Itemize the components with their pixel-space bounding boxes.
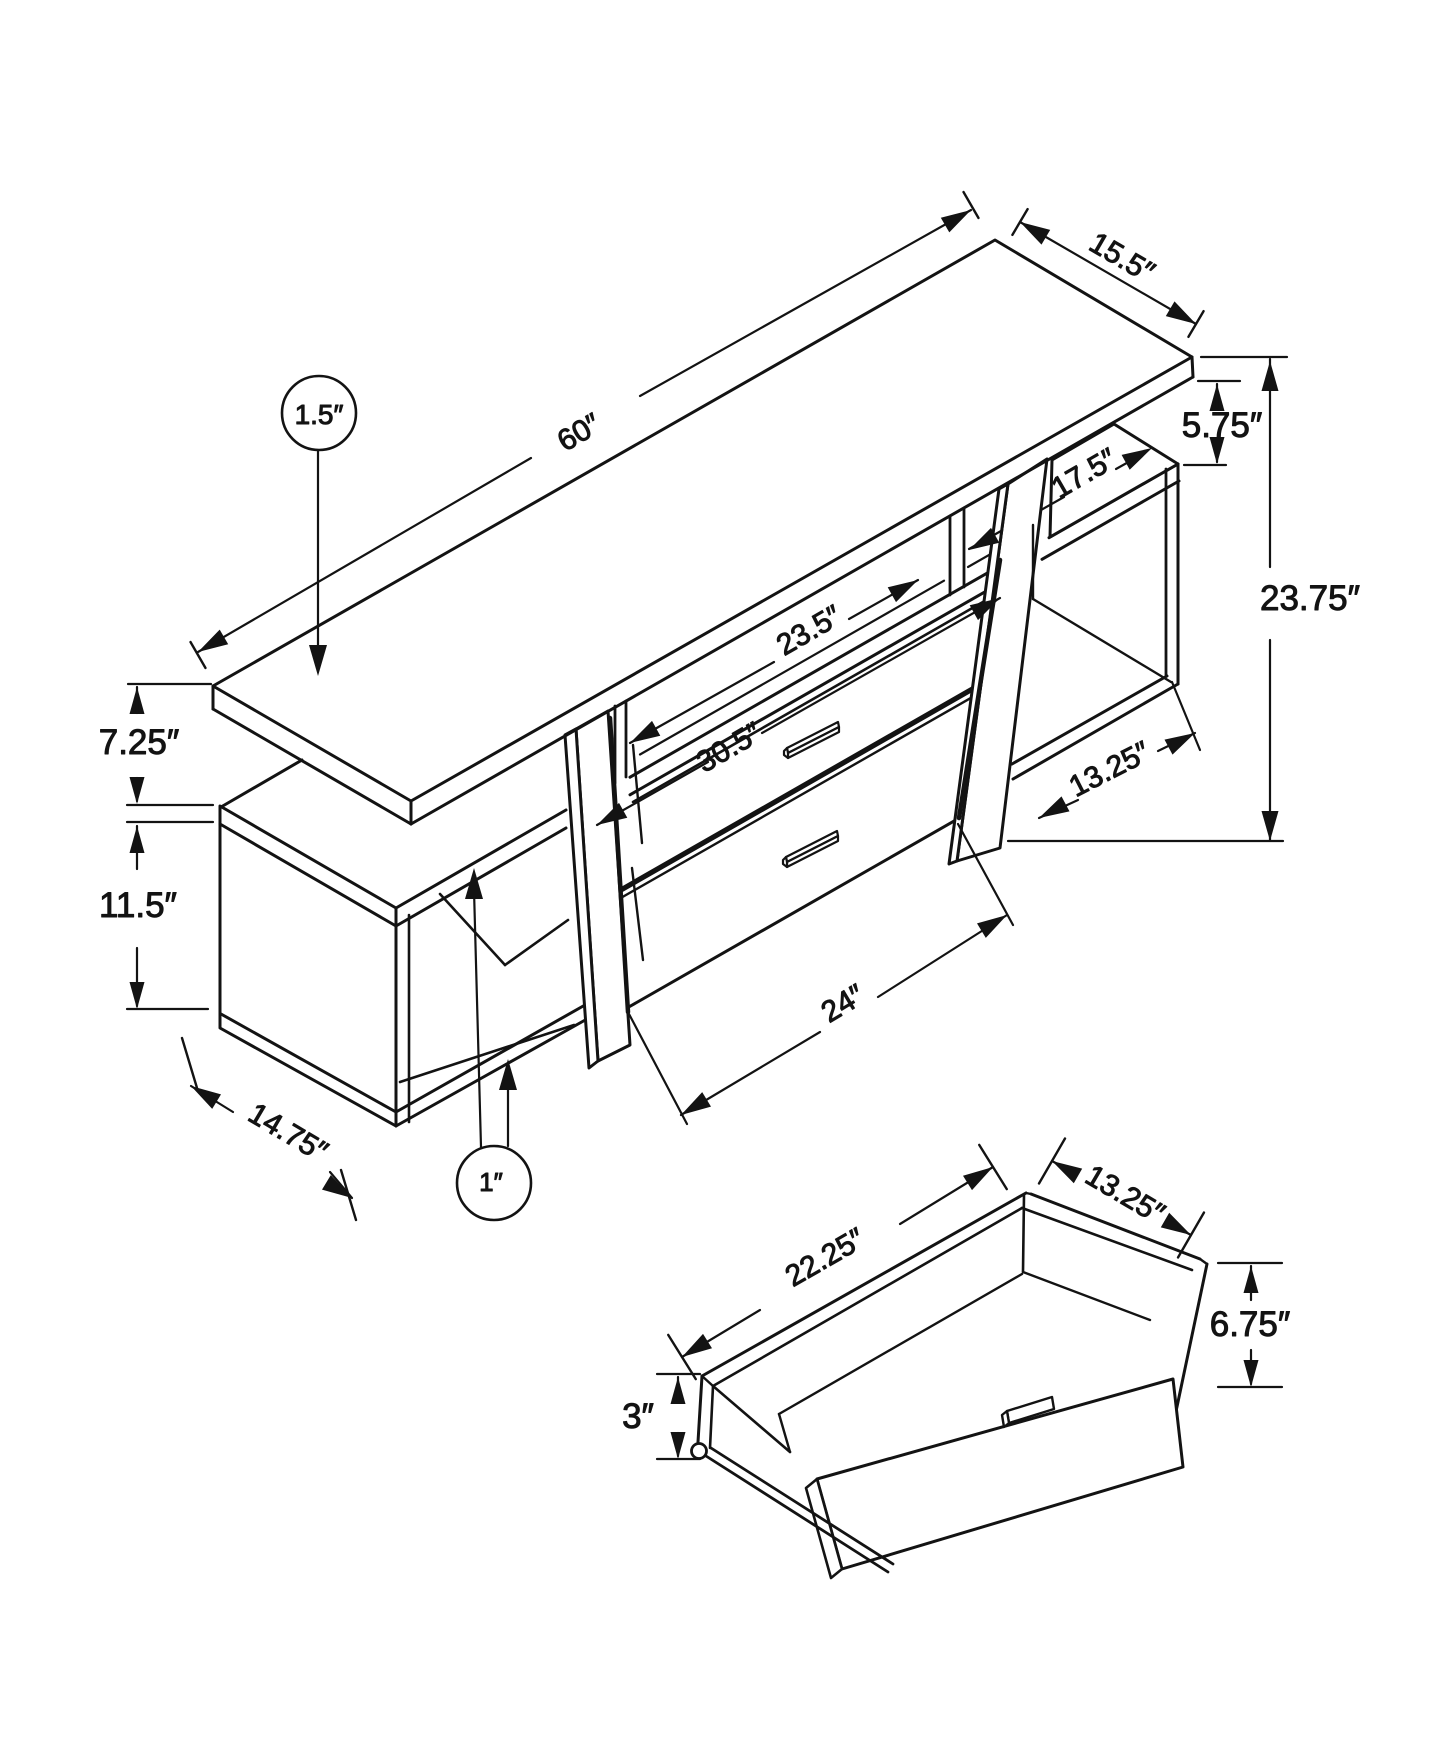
- svg-text:23.75″: 23.75″: [1260, 579, 1360, 618]
- svg-text:1.5″: 1.5″: [295, 399, 344, 430]
- svg-text:6.75″: 6.75″: [1210, 1305, 1291, 1344]
- svg-text:11.5″: 11.5″: [99, 886, 177, 925]
- svg-text:7.25″: 7.25″: [99, 723, 180, 762]
- svg-text:1″: 1″: [479, 1167, 503, 1197]
- svg-text:5.75″: 5.75″: [1182, 406, 1263, 445]
- svg-text:3″: 3″: [622, 1397, 654, 1436]
